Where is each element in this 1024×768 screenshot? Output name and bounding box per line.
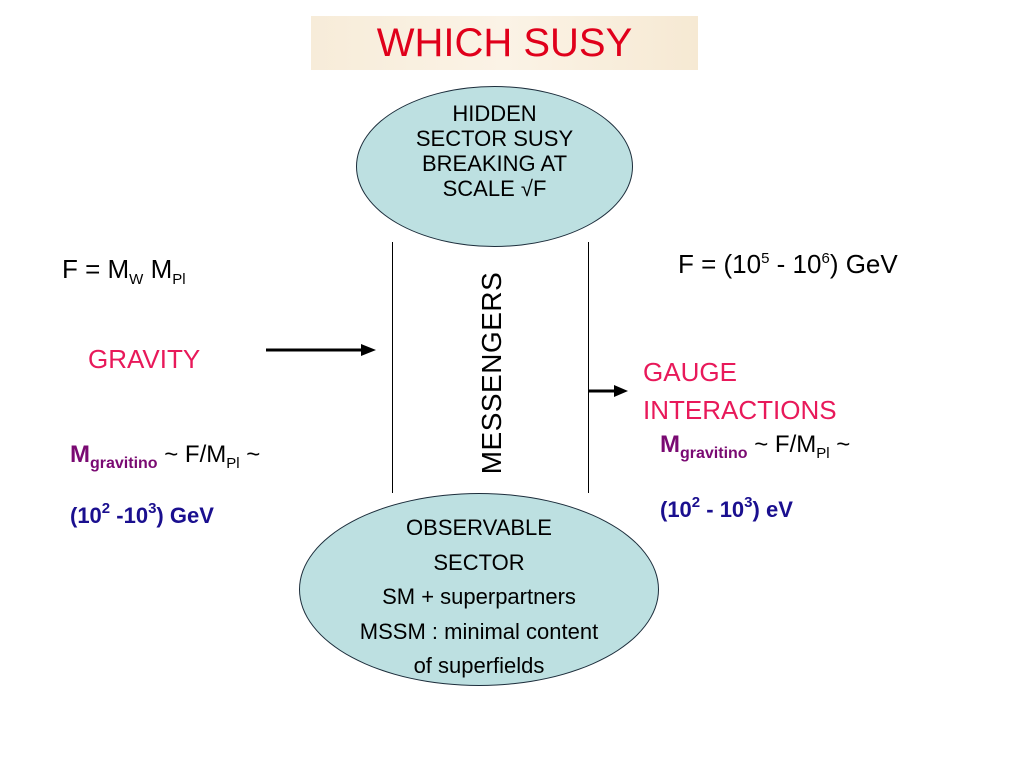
formula-subscript: Pl — [172, 271, 186, 288]
gravitino-m: M — [70, 441, 90, 468]
slide-title: WHICH SUSY — [376, 21, 633, 65]
gauge-interactions-label: GAUGE INTERACTIONS — [643, 353, 837, 429]
messenger-channel-left-line — [392, 242, 393, 493]
gravitino-subscript: gravitino — [90, 455, 158, 472]
formula-text: ) GeV — [829, 249, 898, 279]
right-gravitino-mass: Mgravitino ~ F/MPl ~ — [660, 430, 850, 469]
range-text: - 10 — [700, 497, 745, 522]
hidden-sector-ellipse — [356, 86, 633, 247]
gauge-label-line: GAUGE — [643, 357, 737, 387]
formula-text: - 10 — [769, 249, 822, 279]
gauge-label-line: INTERACTIONS — [643, 395, 837, 425]
gravity-arrow — [266, 344, 376, 356]
range-exponent: 3 — [148, 500, 157, 517]
formula-text: M — [143, 254, 173, 284]
formula-text: F = M — [62, 254, 130, 284]
gravitino-subscript: gravitino — [680, 445, 748, 462]
planck-subscript: Pl — [226, 455, 240, 472]
observable-sector-line: SECTOR — [433, 549, 525, 575]
range-text: -10 — [110, 503, 149, 528]
observable-sector-line: OBSERVABLE — [406, 515, 552, 540]
right-f-formula: F = (105 - 106) GeV — [678, 244, 898, 279]
formula-subscript: W — [129, 271, 144, 288]
left-f-formula: F = MW MPl — [62, 254, 186, 295]
formula-exponent: 6 — [821, 250, 830, 267]
observable-sector-line: MSSM : minimal content — [359, 618, 599, 644]
range-text: ) eV — [752, 497, 793, 522]
hidden-sector-line: HIDDEN — [452, 101, 537, 126]
range-text: ) GeV — [156, 503, 214, 528]
observable-sector-text: OBSERVABLE SECTOR SM + superpartners MSS… — [299, 511, 659, 684]
right-gravitino-range: (102 - 103) eV — [660, 488, 793, 525]
left-gravitino-range: (102 -103) GeV — [70, 494, 214, 531]
planck-subscript: Pl — [816, 445, 830, 462]
gravity-label: GRAVITY — [88, 344, 201, 374]
formula-exponent: 5 — [761, 250, 770, 267]
gravitino-tail: ~ — [239, 441, 261, 468]
left-gravitino-mass: Mgravitino ~ F/MPl ~ — [70, 440, 260, 479]
hidden-sector-line: SCALE √F — [442, 176, 547, 201]
hidden-sector-line: SECTOR SUSY — [415, 126, 574, 151]
observable-sector-line: of superfields — [413, 653, 545, 678]
range-exponent: 3 — [744, 494, 753, 511]
gravitino-m: M — [660, 431, 680, 458]
range-text: (10 — [70, 503, 102, 528]
hidden-sector-text: HIDDEN SECTOR SUSY BREAKING AT SCALE √F — [356, 101, 633, 201]
range-exponent: 2 — [101, 500, 111, 517]
gravitino-relation: ~ F/M — [747, 431, 817, 458]
observable-sector-line: SM + superpartners — [382, 584, 576, 609]
messenger-channel-right-line — [588, 242, 589, 493]
hidden-sector-line: BREAKING AT — [421, 151, 568, 176]
title-background — [311, 16, 698, 70]
observable-sector-ellipse — [299, 493, 659, 686]
formula-text: F = (10 — [678, 249, 762, 279]
gauge-arrow — [589, 385, 628, 397]
gravitino-relation: ~ F/M — [157, 441, 227, 468]
range-exponent: 2 — [691, 494, 701, 511]
range-text: (10 — [660, 497, 692, 522]
gravitino-tail: ~ — [829, 431, 851, 458]
